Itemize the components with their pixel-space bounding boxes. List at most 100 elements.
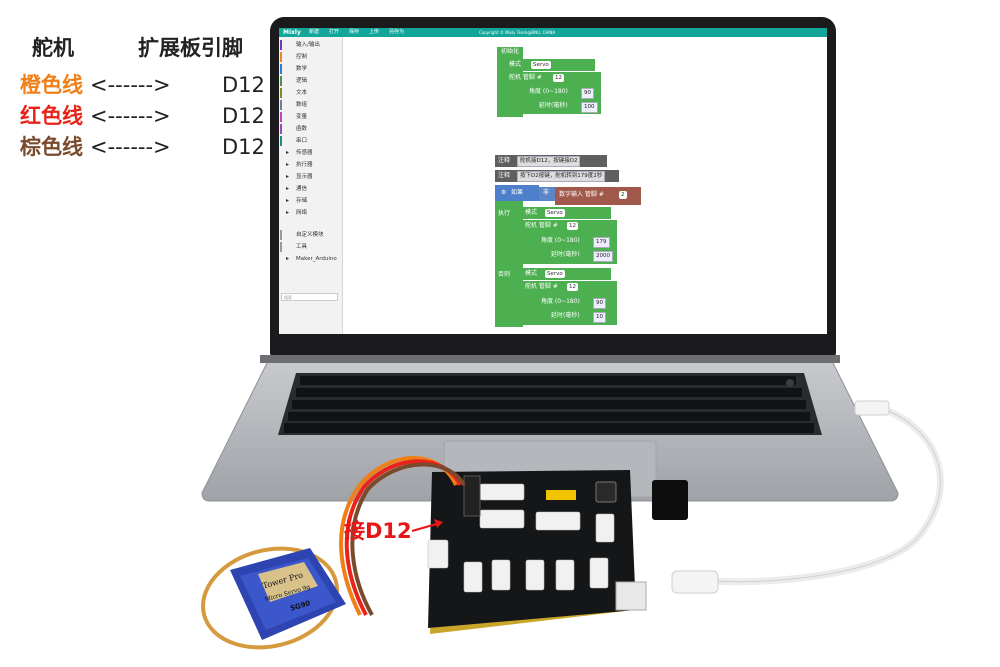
category-network[interactable]: ▸网络 <box>279 207 342 219</box>
category-label: 传感器 <box>296 150 313 156</box>
category-custom[interactable]: 自定义模块 <box>279 229 342 241</box>
comment-label: 注释 <box>498 157 511 164</box>
category-display[interactable]: ▸显示器 <box>279 171 342 183</box>
angle-label: 角度 (0~180) <box>529 88 568 95</box>
expand-arrow-icon: ▸ <box>286 161 290 168</box>
category-variable[interactable]: 变量 <box>279 111 342 123</box>
category-color-bar <box>280 136 282 146</box>
category-color-bar <box>280 76 282 86</box>
category-label: 文本 <box>296 90 308 96</box>
expansion-board <box>427 470 688 634</box>
category-label: 存储 <box>296 198 308 204</box>
expand-arrow-icon: ▸ <box>286 185 290 192</box>
category-storage[interactable]: ▸存储 <box>279 195 342 207</box>
comment-text[interactable]: 舵机接D12，按键接D2 <box>517 156 581 167</box>
if-else-block[interactable] <box>495 185 523 327</box>
servo-mode-block[interactable] <box>521 268 611 280</box>
category-color-bar <box>280 64 282 74</box>
category-color-bar <box>280 100 282 110</box>
servo-wires <box>339 456 466 616</box>
delay-label: 延时(毫秒) <box>539 102 568 109</box>
category-serial[interactable]: 串口 <box>279 135 342 147</box>
wire-pin: D12 <box>222 104 265 128</box>
menu-bar: Mixly 新建 打开 保存 上传 另存为 Copyright © Mixly … <box>279 28 827 37</box>
category-label: 输入/输出 <box>296 42 320 48</box>
delay-value[interactable]: 100 <box>581 102 598 113</box>
sg90-servo <box>201 546 346 650</box>
category-color-bar <box>280 52 282 62</box>
pin-dropdown[interactable]: 12 <box>567 283 578 291</box>
callout-connect-d12: 接D12 <box>344 519 412 543</box>
category-actuator[interactable]: ▸ 执行器 <box>279 159 342 171</box>
wire-name: 橙色线 <box>20 73 83 97</box>
pin-dropdown[interactable]: 12 <box>567 222 578 230</box>
category-maker-arduino[interactable]: ▸Maker_Arduino <box>279 253 342 265</box>
servo-pin-label: 舵机 管脚 # <box>525 222 558 229</box>
category-label: 数组 <box>296 102 308 108</box>
category-label: 函数 <box>296 126 308 132</box>
category-comm[interactable]: ▸通信 <box>279 183 342 195</box>
block-workspace[interactable]: 初始化 模式 Servo 舵机 管脚 # 12 角度 (0~180) 90 延时… <box>343 37 827 334</box>
category-label: 变量 <box>296 114 308 120</box>
if-header <box>495 185 539 201</box>
menu-new[interactable]: 新建 <box>309 29 320 35</box>
menu-save-as[interactable]: 另存为 <box>389 29 405 35</box>
menu-upload[interactable]: 上传 <box>369 29 380 35</box>
app-logo: Mixly <box>283 29 301 36</box>
wire-name: 红色线 <box>20 104 83 128</box>
usb-cable <box>671 400 944 594</box>
pin-dropdown[interactable]: 2 <box>619 191 627 199</box>
mixly-screen: Mixly 新建 打开 保存 上传 另存为 Copyright © Mixly … <box>279 28 827 334</box>
category-label: 数学 <box>296 66 308 72</box>
menu-save[interactable]: 保存 <box>349 29 360 35</box>
category-tools[interactable]: 工具 <box>279 241 342 253</box>
servo-dropdown[interactable]: Servo <box>545 209 565 217</box>
category-label: 工具 <box>296 244 308 250</box>
angle-label: 角度 (0~180) <box>541 298 580 305</box>
comment-text[interactable]: 按下D2按键，舵机转到179度2秒 <box>517 171 606 182</box>
wire-pin: D12 <box>222 73 265 97</box>
servo-mode-block[interactable] <box>521 207 611 219</box>
laptop-keyboard-base <box>201 355 899 502</box>
legend-row-ground: 棕色线<------>D12G <box>20 131 298 161</box>
servo-dropdown[interactable]: Servo <box>545 270 565 278</box>
copyright-text: Copyright © Mixly Team@BNU, CHINA <box>479 30 556 35</box>
category-sensor[interactable]: ▸ 传感器 <box>279 147 342 159</box>
block-toolbox: 输入/输出 控制 数学 逻辑 文本 数组 变量 函数 串口 ▸传感器 ▸执行器 … <box>279 37 343 334</box>
delay-label: 延时(毫秒) <box>551 251 580 258</box>
category-control[interactable]: 控制 <box>279 51 342 63</box>
mode-label: 模式 <box>509 61 522 68</box>
wire-name: 棕色线 <box>20 135 83 159</box>
not-block[interactable] <box>539 187 555 201</box>
delay-value[interactable]: 10 <box>593 312 606 323</box>
toolbox-search-input[interactable]: 搜索 <box>281 293 338 301</box>
angle-value[interactable]: 90 <box>593 298 606 309</box>
angle-value[interactable]: 179 <box>593 237 610 248</box>
legend-row-power: 红色线<------>D12V <box>20 100 296 130</box>
category-color-bar <box>280 242 282 252</box>
category-label: 执行器 <box>296 162 313 168</box>
servo-pin-label: 舵机 管脚 # <box>525 283 558 290</box>
angle-value[interactable]: 90 <box>581 88 594 99</box>
not-label: 非 <box>543 189 550 196</box>
servo-pin-label: 舵机 管脚 # <box>509 74 542 81</box>
gear-icon[interactable]: ⚙ <box>501 189 507 196</box>
pin-dropdown[interactable]: 12 <box>553 74 564 82</box>
category-io[interactable]: 输入/输出 <box>279 39 342 51</box>
else-label: 否则 <box>498 271 511 278</box>
callout-arrow-icon <box>411 519 443 532</box>
category-label: 串口 <box>296 138 308 144</box>
wire-pin: D12 <box>222 135 265 159</box>
category-math[interactable]: 数学 <box>279 63 342 75</box>
category-text[interactable]: 文本 <box>279 87 342 99</box>
category-logic[interactable]: 逻辑 <box>279 75 342 87</box>
expand-arrow-icon: ▸ <box>286 149 290 156</box>
comment-label: 注释 <box>498 172 511 179</box>
menu-open[interactable]: 打开 <box>329 29 340 35</box>
servo-dropdown[interactable]: Servo <box>531 61 551 69</box>
category-function[interactable]: 函数 <box>279 123 342 135</box>
category-array[interactable]: 数组 <box>279 99 342 111</box>
digital-read-label: 数字输入 管脚 # <box>559 191 604 198</box>
category-label: 显示器 <box>296 174 313 180</box>
delay-value[interactable]: 2000 <box>593 251 613 262</box>
